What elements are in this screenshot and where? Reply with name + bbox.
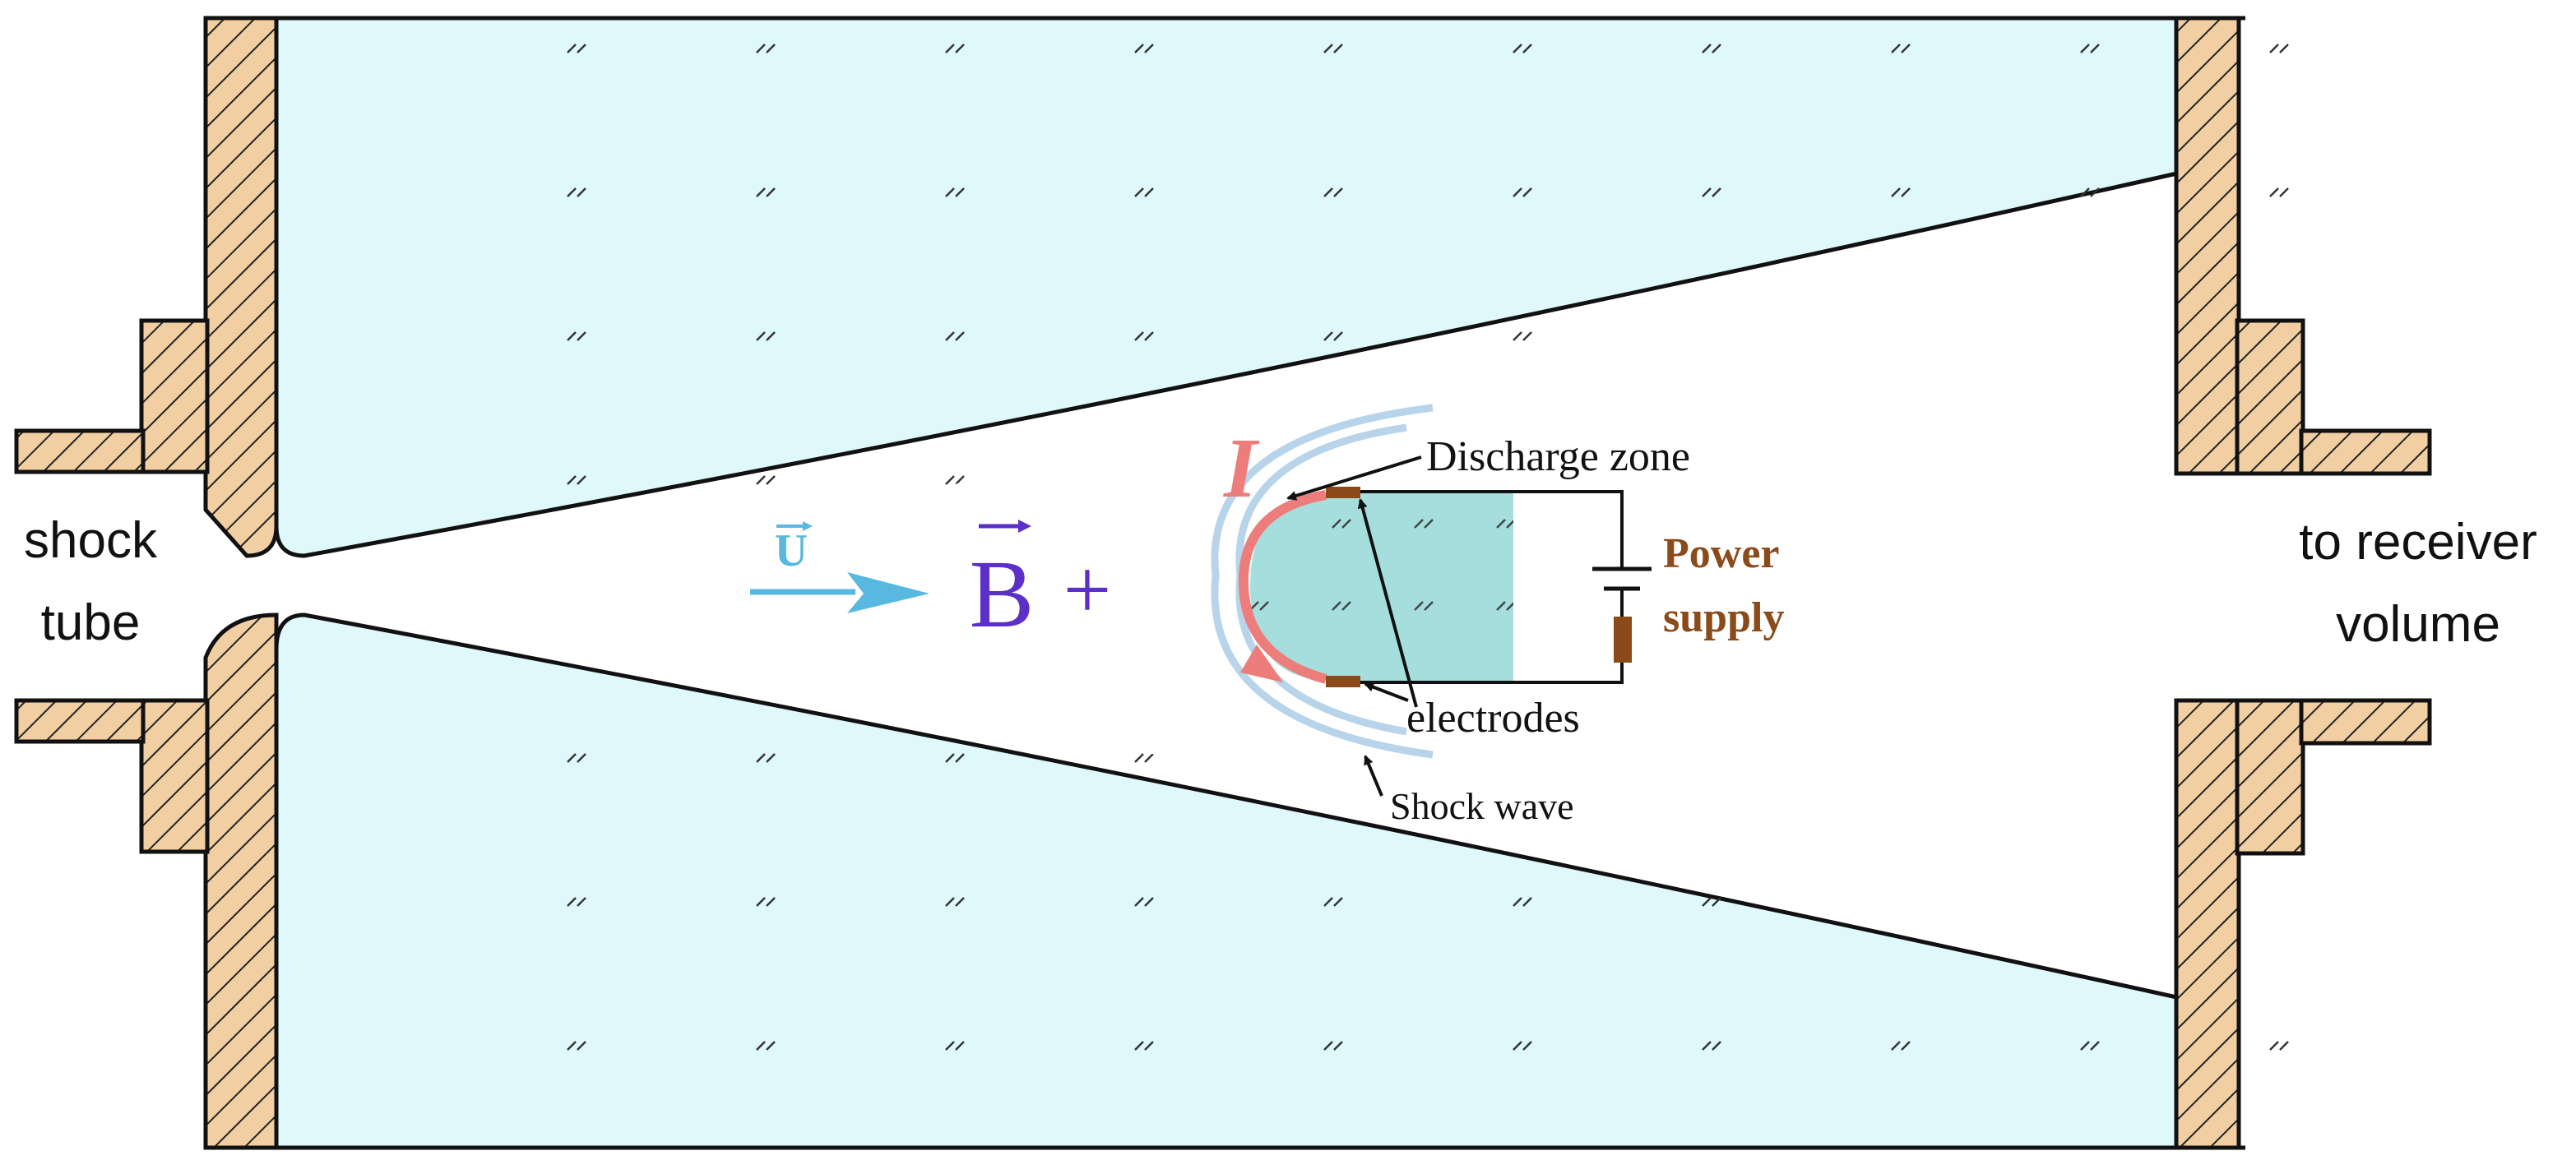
battery-icon bbox=[1592, 566, 1652, 591]
left-lower-flange bbox=[14, 612, 279, 1150]
outlet-label-line2: volume bbox=[2336, 596, 2500, 653]
upper-glass-block bbox=[274, 16, 2361, 574]
discharge-zone-diagonal-pointer bbox=[1357, 498, 1418, 708]
lower-glass-block bbox=[274, 612, 2361, 1156]
outlet-label-line1: to receiver bbox=[2299, 514, 2537, 571]
inlet-label-line1: shock bbox=[24, 512, 158, 569]
right-upper-flange bbox=[2174, 16, 2432, 476]
electrodes-pointer bbox=[1364, 682, 1409, 702]
left-upper-flange bbox=[14, 16, 279, 558]
circuit bbox=[1360, 490, 1624, 684]
discharge-zone-pointer bbox=[1286, 455, 1422, 501]
current-label: I bbox=[1222, 421, 1260, 515]
resistor-icon bbox=[1614, 617, 1632, 663]
current-path: I bbox=[1222, 421, 1327, 684]
inlet-label-line2: tube bbox=[41, 594, 141, 651]
upper-electrode bbox=[1326, 487, 1360, 498]
velocity-label: U bbox=[775, 525, 808, 576]
magnetic-field-overarrow-head bbox=[1018, 520, 1031, 533]
magnetic-field-label: B bbox=[970, 540, 1035, 648]
power-supply-label-line2: supply bbox=[1663, 594, 1784, 641]
magnetic-field-plus: + bbox=[1063, 543, 1112, 637]
shock-wave-pointer bbox=[1364, 755, 1383, 797]
velocity-vector: U bbox=[750, 521, 929, 613]
right-lower-flange bbox=[2174, 698, 2432, 1150]
velocity-arrow-head bbox=[847, 572, 929, 613]
lower-electrode bbox=[1326, 676, 1360, 687]
power-supply-label-line1: Power bbox=[1663, 530, 1779, 577]
velocity-overarrow-head bbox=[803, 521, 813, 531]
electrodes-label: electrodes bbox=[1406, 695, 1580, 742]
discharge-zone-label: Discharge zone bbox=[1426, 433, 1690, 480]
shock-wave-label: Shock wave bbox=[1390, 785, 1574, 827]
discharge-zone bbox=[1250, 493, 1513, 681]
magnetic-field-vector: B + bbox=[970, 520, 1112, 648]
